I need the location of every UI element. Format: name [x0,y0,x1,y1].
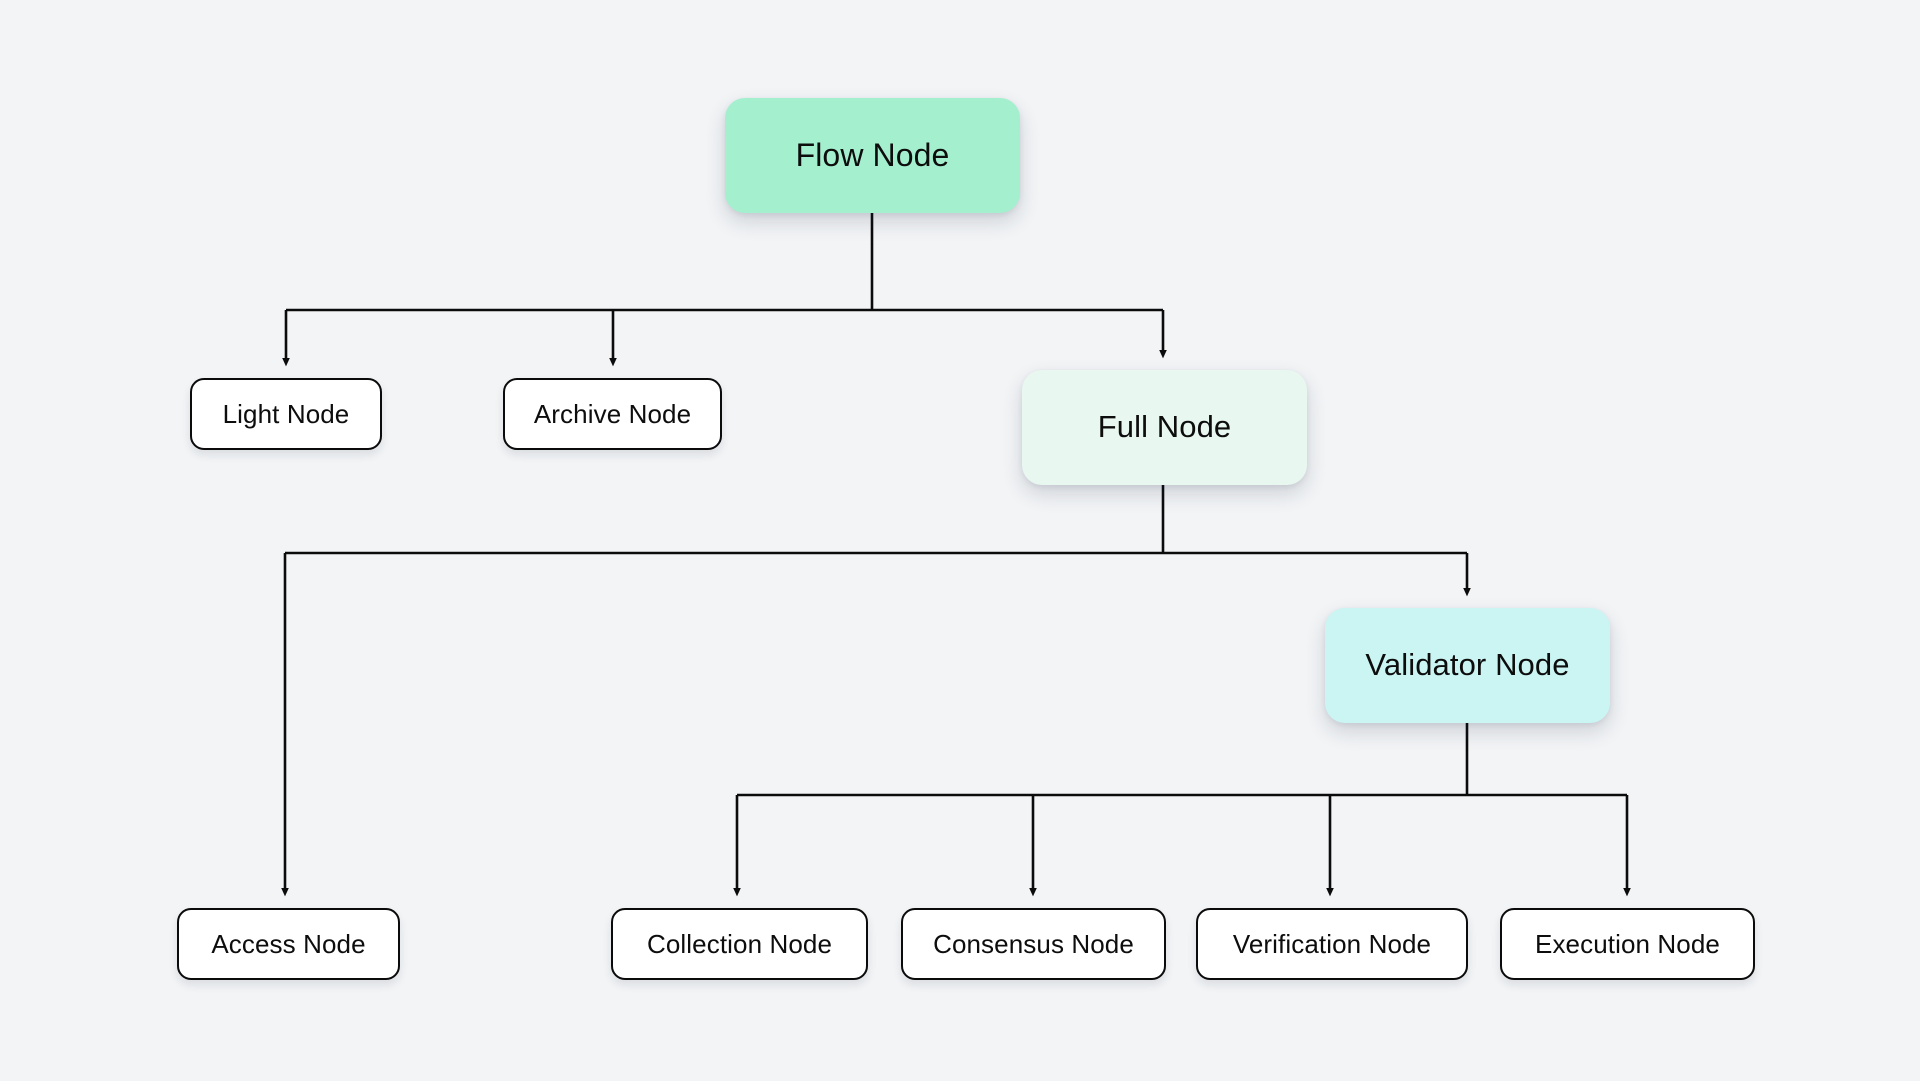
node-full[interactable]: Full Node [1022,370,1307,485]
node-flow[interactable]: Flow Node [725,98,1020,213]
node-collection-label: Collection Node [646,928,833,959]
node-verification-label: Verification Node [1232,928,1432,959]
node-collection[interactable]: Collection Node [611,908,868,980]
node-consensus[interactable]: Consensus Node [901,908,1166,980]
node-access-label: Access Node [211,928,366,959]
node-light[interactable]: Light Node [190,378,382,450]
node-archive-label: Archive Node [533,398,692,429]
node-access[interactable]: Access Node [177,908,400,980]
node-validator[interactable]: Validator Node [1325,608,1610,723]
node-execution[interactable]: Execution Node [1500,908,1755,980]
node-flow-label: Flow Node [795,136,950,173]
node-full-label: Full Node [1097,409,1232,445]
node-light-label: Light Node [222,398,350,429]
node-verification[interactable]: Verification Node [1196,908,1468,980]
node-consensus-label: Consensus Node [933,928,1134,959]
node-archive[interactable]: Archive Node [503,378,722,450]
node-validator-label: Validator Node [1365,647,1570,683]
node-execution-label: Execution Node [1535,928,1720,959]
